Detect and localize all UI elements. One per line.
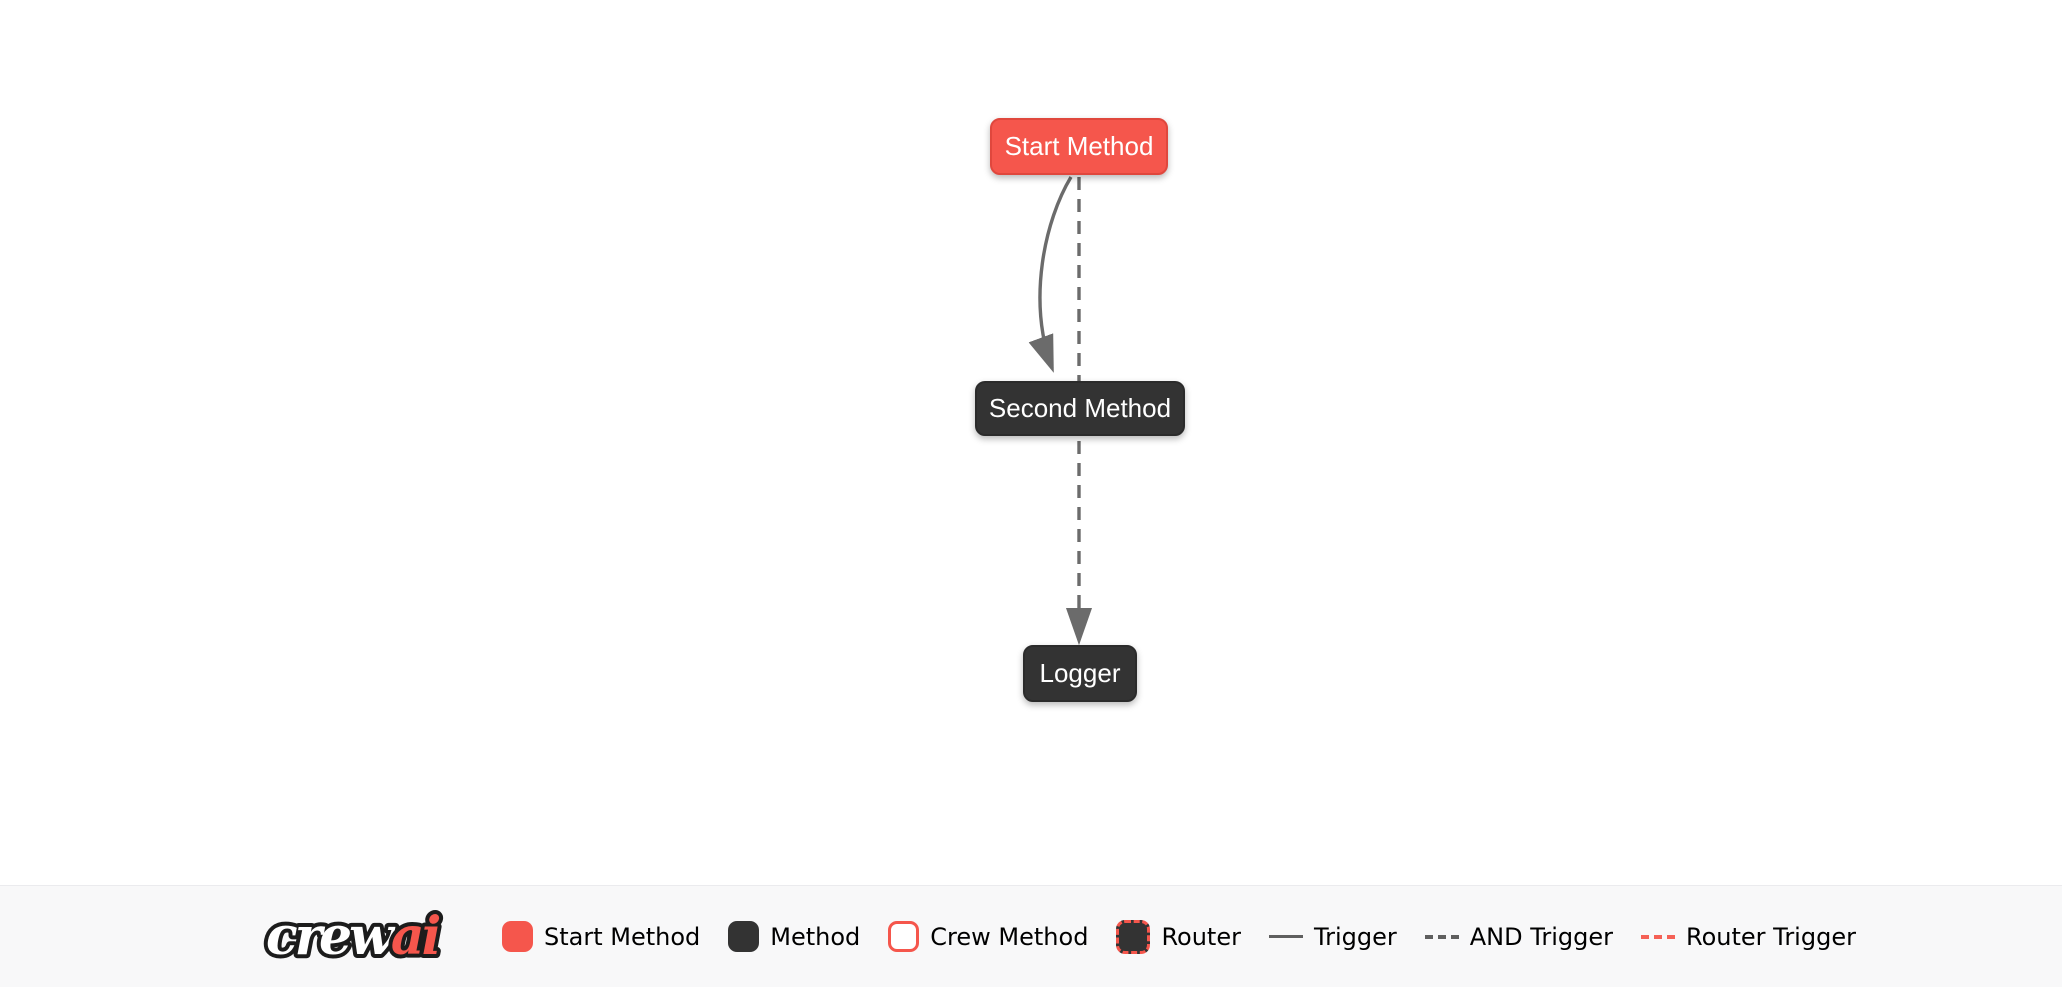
legend-item-label: Router <box>1161 922 1241 951</box>
node-label: Second Method <box>988 393 1172 423</box>
legend-item-router: Router <box>1116 919 1241 954</box>
legend-item-method: Method <box>728 921 860 952</box>
legend-item-and-trigger: AND Trigger <box>1424 922 1614 951</box>
crew-method-swatch-icon <box>888 921 920 952</box>
legend-item-label: Crew Method <box>930 922 1089 951</box>
and-trigger-line-icon <box>1424 934 1459 939</box>
legend-item-label: Method <box>770 922 861 951</box>
legend-item-trigger: Trigger <box>1268 922 1397 951</box>
legend-item-label: AND Trigger <box>1469 922 1614 951</box>
node-logger[interactable]: Logger <box>1023 645 1137 702</box>
router-swatch-icon <box>1116 919 1151 954</box>
legend-bar: crewai Start Method Method Crew Method R… <box>0 885 2062 987</box>
logo-text-crew: crew <box>266 906 396 967</box>
method-swatch-icon <box>728 921 760 952</box>
logo-text-ai: ai <box>391 906 440 967</box>
trigger-line-icon <box>1268 935 1303 938</box>
legend-item-label: Router Trigger <box>1686 922 1856 951</box>
node-start-method[interactable]: Start Method <box>990 118 1168 175</box>
legend-item-start-method: Start Method <box>502 921 700 952</box>
router-trigger-line-icon <box>1641 934 1676 939</box>
crewai-logo-text: crewai <box>266 906 440 967</box>
crewai-logo: crewai <box>262 902 447 971</box>
legend-item-router-trigger: Router Trigger <box>1641 923 1856 951</box>
node-label: Start Method <box>1004 131 1154 161</box>
edge-trigger-start-to-second <box>1028 176 1073 373</box>
node-second-method[interactable]: Second Method <box>975 381 1185 436</box>
start-method-swatch-icon <box>502 921 533 952</box>
legend-item-label: Start Method <box>544 922 701 951</box>
legend-item-label: Trigger <box>1313 922 1397 951</box>
legend-item-crew-method: Crew Method <box>888 921 1088 952</box>
node-label: Logger <box>1039 658 1121 688</box>
legend-items: Start Method Method Crew Method Router T… <box>502 919 1856 954</box>
flow-canvas[interactable]: Start Method Second Method Logger <box>0 0 2062 885</box>
